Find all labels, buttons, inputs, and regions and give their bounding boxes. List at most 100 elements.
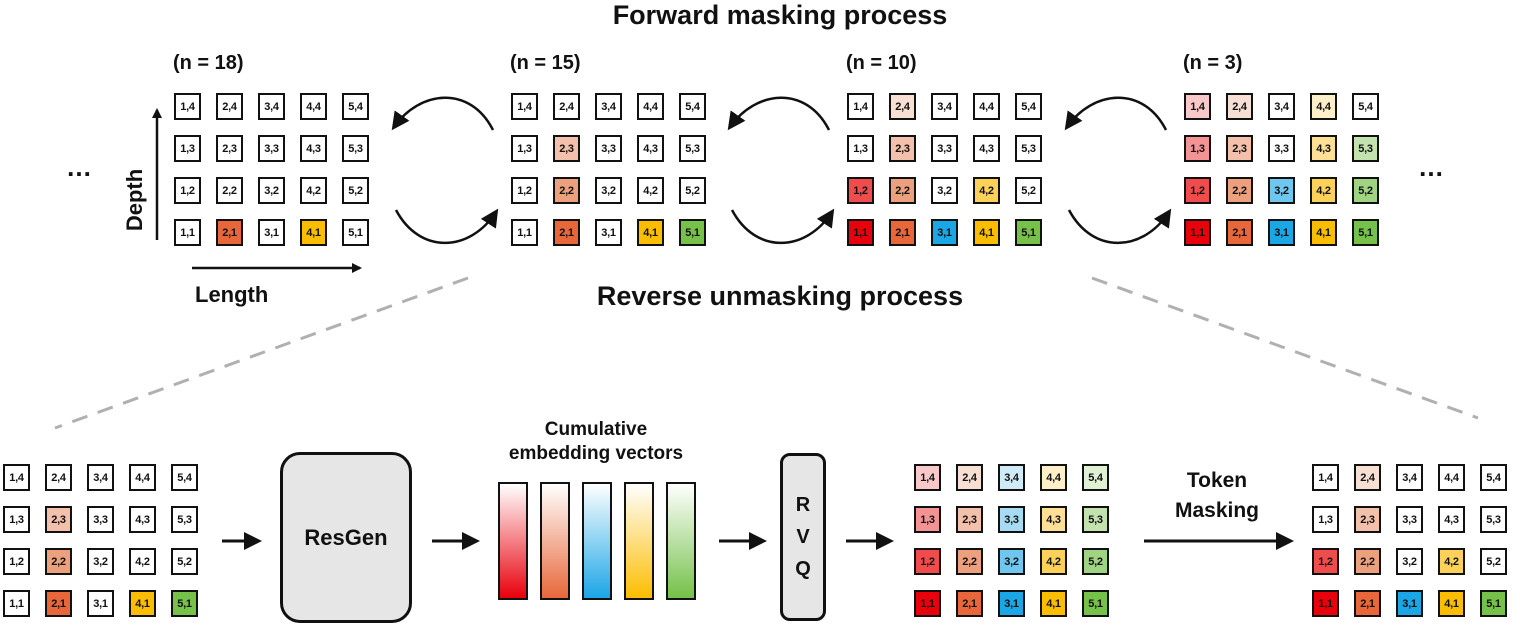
token-cell-2-3: 2,3 xyxy=(956,506,983,533)
ellipsis-right: … xyxy=(1418,152,1444,182)
token-cell-2-1: 2,1 xyxy=(45,590,72,617)
token-cell-1-1: 1,1 xyxy=(1184,219,1211,246)
token-cell-4-4: 4,4 xyxy=(1040,464,1067,491)
token-cell-3-1: 3,1 xyxy=(258,219,285,246)
token-cell-2-2: 2,2 xyxy=(1226,177,1253,204)
token-cell-4-3: 4,3 xyxy=(1438,506,1465,533)
token-cell-5-4: 5,4 xyxy=(1082,464,1109,491)
zoom-dashed-line-right xyxy=(1091,276,1479,420)
forward-curve-arrow xyxy=(391,96,495,131)
token-cell-4-4: 4,4 xyxy=(300,93,327,120)
token-cell-4-1: 4,1 xyxy=(637,219,664,246)
token-cell-2-2: 2,2 xyxy=(45,548,72,575)
token-cell-5-2: 5,2 xyxy=(1480,548,1507,575)
rvq-letter-r: R xyxy=(795,494,811,516)
token-cell-2-3: 2,3 xyxy=(889,135,916,162)
token-cell-4-3: 4,3 xyxy=(973,135,1000,162)
grid-label-n10: (n = 10) xyxy=(846,52,917,74)
token-cell-3-3: 3,3 xyxy=(87,506,114,533)
token-cell-4-1: 4,1 xyxy=(300,219,327,246)
token-cell-3-1: 3,1 xyxy=(931,219,958,246)
token-cell-5-2: 5,2 xyxy=(1352,177,1379,204)
token-cell-5-2: 5,2 xyxy=(1015,177,1042,204)
rvq-box: R V Q xyxy=(780,453,826,621)
forward-curve-arrow xyxy=(1064,96,1168,131)
token-cell-5-3: 5,3 xyxy=(1015,135,1042,162)
embedding-vector-bar xyxy=(498,482,528,600)
token-cell-5-1: 5,1 xyxy=(342,219,369,246)
grid-label-n15: (n = 15) xyxy=(510,52,581,74)
reverse-curve-arrow xyxy=(730,208,835,244)
token-cell-1-4: 1,4 xyxy=(847,93,874,120)
zoom-dashed-line-left xyxy=(54,276,469,430)
embedding-caption: Cumulative embedding vectors xyxy=(509,418,683,466)
token-cell-2-2: 2,2 xyxy=(956,548,983,575)
token-cell-3-1: 3,1 xyxy=(595,219,622,246)
token-cell-5-2: 5,2 xyxy=(1082,548,1109,575)
token-cell-2-3: 2,3 xyxy=(45,506,72,533)
embedding-caption-line1: Cumulative xyxy=(544,419,648,440)
token-cell-2-4: 2,4 xyxy=(45,464,72,491)
token-cell-2-3: 2,3 xyxy=(216,135,243,162)
token-cell-4-1: 4,1 xyxy=(1040,590,1067,617)
token-cell-4-4: 4,4 xyxy=(973,93,1000,120)
token-cell-4-1: 4,1 xyxy=(1310,219,1337,246)
token-cell-5-4: 5,4 xyxy=(1015,93,1042,120)
token-cell-1-2: 1,2 xyxy=(174,177,201,204)
token-cell-1-2: 1,2 xyxy=(847,177,874,204)
length-axis-label: Length xyxy=(195,282,269,307)
token-cell-5-3: 5,3 xyxy=(1480,506,1507,533)
token-cell-1-2: 1,2 xyxy=(1312,548,1339,575)
token-cell-2-1: 2,1 xyxy=(216,219,243,246)
token-cell-5-4: 5,4 xyxy=(1480,464,1507,491)
token-masking-line2: Masking xyxy=(1174,499,1260,522)
token-cell-4-2: 4,2 xyxy=(1040,548,1067,575)
token-cell-3-3: 3,3 xyxy=(1396,506,1423,533)
token-cell-1-3: 1,3 xyxy=(1184,135,1211,162)
token-cell-3-4: 3,4 xyxy=(87,464,114,491)
token-cell-5-2: 5,2 xyxy=(679,177,706,204)
token-cell-4-3: 4,3 xyxy=(1310,135,1337,162)
token-cell-5-1: 5,1 xyxy=(1480,590,1507,617)
token-masking-caption: Token Masking xyxy=(1175,466,1259,526)
token-cell-1-1: 1,1 xyxy=(1312,590,1339,617)
rvq-letter-q: Q xyxy=(795,558,811,580)
token-cell-3-4: 3,4 xyxy=(1268,93,1295,120)
reverse-curve-arrow xyxy=(1067,208,1172,244)
token-cell-5-4: 5,4 xyxy=(342,93,369,120)
token-cell-4-1: 4,1 xyxy=(973,219,1000,246)
grid-label-n18: (n = 18) xyxy=(173,52,244,74)
token-cell-5-3: 5,3 xyxy=(171,506,198,533)
token-cell-4-1: 4,1 xyxy=(129,590,156,617)
embedding-vector-bar xyxy=(582,482,612,600)
token-cell-1-1: 1,1 xyxy=(847,219,874,246)
token-cell-2-1: 2,1 xyxy=(956,590,983,617)
token-cell-3-3: 3,3 xyxy=(258,135,285,162)
token-cell-1-1: 1,1 xyxy=(914,590,941,617)
token-cell-1-4: 1,4 xyxy=(1184,93,1211,120)
token-cell-5-2: 5,2 xyxy=(342,177,369,204)
token-cell-2-3: 2,3 xyxy=(1226,135,1253,162)
token-cell-4-4: 4,4 xyxy=(1438,464,1465,491)
token-cell-5-4: 5,4 xyxy=(679,93,706,120)
token-cell-1-2: 1,2 xyxy=(3,548,30,575)
token-cell-1-4: 1,4 xyxy=(511,93,538,120)
token-cell-3-3: 3,3 xyxy=(998,506,1025,533)
token-cell-5-3: 5,3 xyxy=(342,135,369,162)
token-cell-5-1: 5,1 xyxy=(679,219,706,246)
token-cell-4-4: 4,4 xyxy=(637,93,664,120)
resgen-label: ResGen xyxy=(304,524,388,550)
token-cell-5-4: 5,4 xyxy=(171,464,198,491)
token-cell-4-3: 4,3 xyxy=(300,135,327,162)
token-cell-1-3: 1,3 xyxy=(1312,506,1339,533)
token-cell-3-4: 3,4 xyxy=(998,464,1025,491)
token-cell-3-3: 3,3 xyxy=(1268,135,1295,162)
token-cell-4-3: 4,3 xyxy=(637,135,664,162)
token-cell-1-4: 1,4 xyxy=(3,464,30,491)
ellipsis-left: … xyxy=(66,152,92,182)
token-cell-5-2: 5,2 xyxy=(171,548,198,575)
